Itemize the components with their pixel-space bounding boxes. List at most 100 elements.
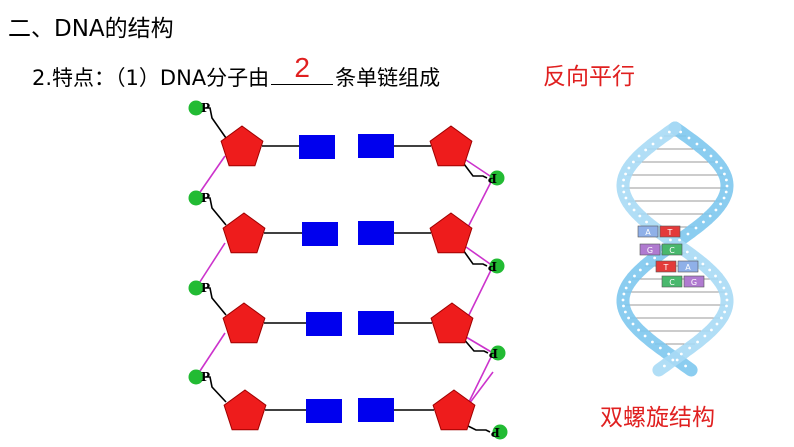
helix-dot (688, 346, 692, 350)
helix-dot (633, 274, 636, 278)
helix-dot (724, 178, 728, 182)
helix-dot (715, 322, 719, 326)
phosphate-right: P (488, 170, 505, 186)
helix-dot (723, 310, 727, 314)
phosphate-circle (188, 100, 204, 116)
helix-dot (638, 268, 642, 272)
helix-dot (637, 154, 641, 158)
phosphate-right: P (491, 424, 508, 440)
feature-suffix: 条单链组成 (335, 66, 441, 90)
helix-dot (701, 262, 705, 266)
phosphate-label: P (488, 171, 497, 185)
right-backbone-link (465, 336, 494, 354)
helix-dot (725, 184, 729, 188)
helix-base-pair: A (637, 225, 659, 238)
dna-ladder-model: P P P P P P P P (188, 100, 508, 440)
helix-dot (645, 220, 648, 224)
base-letter: G (691, 278, 697, 287)
helix-dot (714, 208, 718, 212)
deoxyribose-right (429, 125, 473, 167)
helix-dot (722, 286, 726, 290)
helix-dot (714, 274, 717, 278)
helix-base-pair: C (661, 275, 683, 288)
helix-dot (643, 334, 647, 338)
helix-dot (678, 238, 681, 242)
phosphate-circle (489, 258, 505, 274)
answer-value: 2 (294, 52, 310, 83)
helix-dot (667, 130, 671, 134)
deoxyribose-right (432, 389, 476, 431)
phosphate-label: P (201, 281, 210, 295)
right-backbone-link (465, 159, 494, 179)
helix-dot (663, 364, 666, 368)
base-box (639, 243, 661, 256)
phosphodiester-bond (463, 423, 491, 433)
phosphate-circle (188, 369, 204, 385)
phosphate-circle (492, 424, 508, 440)
helix-dot (637, 328, 640, 332)
helix-dot (651, 340, 654, 344)
feature-prefix: 2.特点：（1）DNA分子由 (32, 66, 270, 90)
helix-dot (724, 292, 728, 296)
base-box (637, 225, 659, 238)
helix-dot (632, 208, 636, 212)
phosphate-label: P (201, 370, 210, 384)
helix-dot (722, 196, 726, 200)
helix-dot (686, 232, 690, 236)
phosphate-circle (188, 280, 204, 296)
helix-dot (623, 310, 627, 314)
deoxyribose-right (429, 212, 473, 254)
helix-dot (708, 268, 712, 272)
helix-dot (702, 220, 705, 224)
phosphate-circle (188, 190, 204, 206)
helix-dot (671, 358, 675, 362)
helix-dot (679, 130, 683, 134)
helix-dot (679, 352, 683, 356)
helix-dot (627, 166, 631, 170)
deoxyribose-left (220, 125, 264, 167)
phosphodiester-bond (461, 336, 489, 354)
deoxyribose-left (222, 212, 266, 254)
helix-dot (669, 238, 672, 242)
helix-dot (719, 202, 723, 206)
helix-dot (695, 142, 699, 146)
base-letter: A (645, 228, 651, 237)
phosphate-left: P (188, 100, 210, 116)
helix-dot (708, 214, 712, 218)
phosphate-right: P (488, 258, 505, 274)
double-helix-caption: 双螺旋结构 (600, 405, 715, 431)
base-box (683, 275, 705, 288)
phosphodiester-bond (460, 159, 488, 179)
phosphate-label: P (489, 346, 498, 360)
helix-dot (684, 364, 687, 368)
base-right (358, 134, 394, 158)
helix-dot (685, 250, 689, 254)
base-left (306, 399, 342, 423)
helix-dot (659, 136, 663, 140)
phosphate-label: P (201, 191, 210, 205)
helix-base-pair: C (661, 243, 683, 256)
base-box (661, 275, 683, 288)
helix-dot (628, 280, 632, 284)
helix-dot (622, 292, 626, 296)
deoxyribose-left (222, 302, 266, 344)
phosphate-right: P (489, 345, 506, 361)
helix-dot (702, 148, 706, 152)
phosphate-left: P (188, 190, 210, 206)
helix-dot (719, 166, 723, 170)
helix-dot (622, 178, 626, 182)
base-letter: T (663, 263, 669, 272)
helix-dot (715, 160, 718, 164)
helix-dot (622, 190, 626, 194)
helix-base-pair: A (677, 260, 699, 273)
left-backbone-link (195, 155, 226, 199)
helix-dot (709, 154, 713, 158)
helix-dot (675, 358, 679, 362)
section-title: 二、DNA的结构 (8, 16, 174, 42)
base-box (677, 260, 699, 273)
helix-base-pair: G (639, 243, 661, 256)
base-right (358, 398, 394, 422)
helix-dot (694, 226, 698, 230)
